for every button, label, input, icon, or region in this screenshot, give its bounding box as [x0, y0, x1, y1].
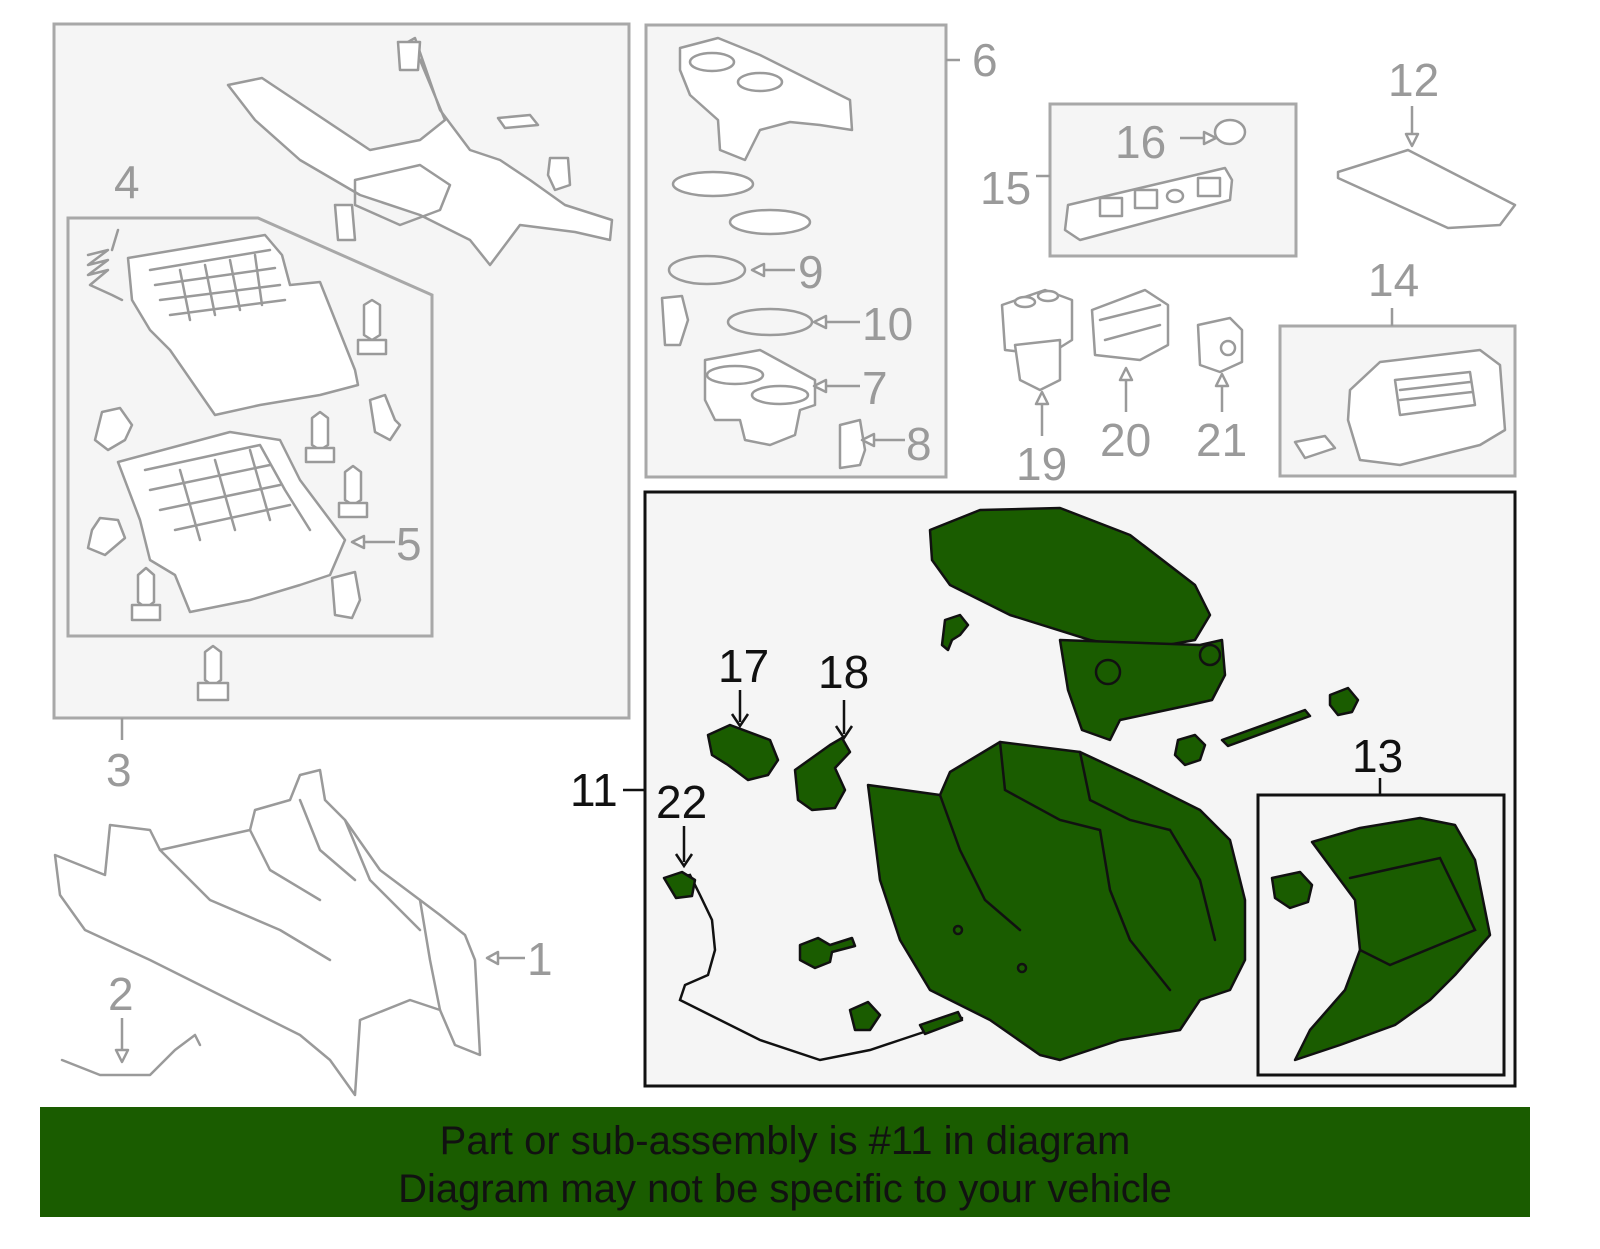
callout-19: 19 [1016, 438, 1067, 490]
callout-10: 10 [862, 298, 913, 350]
callout-5: 5 [396, 518, 422, 570]
switch-20 [1090, 288, 1170, 412]
callout-16: 16 [1115, 116, 1166, 168]
clip-icon [496, 113, 540, 130]
callout-9: 9 [798, 246, 824, 298]
ring-gasket [728, 208, 812, 236]
screw-icon [368, 393, 402, 442]
callout-3: 3 [106, 744, 132, 796]
callout-22: 22 [656, 776, 707, 828]
clip-icon [1293, 434, 1337, 460]
rear-vent [1346, 348, 1507, 467]
info-banner: Part or sub-assembly is #11 in diagram D… [40, 1107, 1530, 1217]
callout-6: 6 [972, 34, 998, 86]
wire-harness-2 [60, 1033, 202, 1077]
group-box-15 [1036, 102, 1298, 258]
callout-18: 18 [818, 646, 869, 698]
screw-icon [798, 936, 857, 970]
banner-line-2: Diagram may not be specific to your vehi… [398, 1167, 1172, 1211]
screw-icon [940, 613, 970, 652]
mat-12 [1336, 148, 1517, 230]
callout-4: 4 [114, 156, 140, 208]
console-box [866, 740, 1247, 1062]
clip-8 [838, 418, 867, 470]
ring-gasket [671, 170, 755, 198]
ring-9 [667, 254, 747, 286]
screw-icon [130, 566, 162, 622]
callout-2: 2 [108, 968, 134, 1020]
screw-icon [304, 410, 336, 464]
clip-icon [330, 570, 362, 620]
clip-icon [1328, 686, 1360, 717]
wire-harness-22 [668, 873, 964, 1062]
group-box-11 [623, 490, 1517, 1088]
callout-15: 15 [980, 162, 1031, 214]
clip-icon [546, 156, 572, 192]
rear-trim-panel-13 [1293, 816, 1492, 1062]
callout-20: 20 [1100, 414, 1151, 466]
group-box-14 [1278, 308, 1517, 478]
clip-icon [333, 203, 357, 242]
hinge-pin [1220, 708, 1312, 748]
screw-icon [196, 644, 230, 702]
clip-icon [396, 40, 422, 72]
callout-1: 1 [527, 933, 553, 985]
callout-21: 21 [1196, 414, 1247, 466]
console-body [53, 768, 482, 1097]
power-outlet-18 [793, 736, 852, 812]
switch-19 [1000, 288, 1074, 436]
power-outlet-17 [706, 723, 780, 782]
callout-labels: 1 2 3 4 5 6 7 8 9 10 11 12 13 14 15 16 1… [106, 34, 1439, 1020]
callout-7: 7 [862, 362, 888, 414]
clip-icon [1173, 733, 1207, 767]
callout-11: 11 [570, 764, 618, 816]
clip-icon [1270, 870, 1314, 910]
knob-16 [1213, 118, 1247, 146]
upper-console-panel [226, 36, 614, 267]
callout-12: 12 [1388, 54, 1439, 106]
spring-icon [86, 228, 124, 302]
clip-icon [93, 406, 134, 452]
group-box-4 [66, 216, 434, 638]
ring-10 [726, 307, 814, 337]
group-box-6 [350, 23, 960, 550]
clip-icon [660, 294, 690, 347]
callout-14: 14 [1368, 254, 1419, 306]
callout-13: 13 [1352, 730, 1403, 782]
callout-8: 8 [906, 418, 932, 470]
banner-line-1: Part or sub-assembly is #11 in diagram [439, 1119, 1131, 1163]
screw-icon [86, 516, 127, 557]
screw-icon [337, 464, 369, 519]
callout-17: 17 [718, 640, 769, 692]
switch-21 [1196, 316, 1244, 412]
armrest-lid [928, 506, 1212, 652]
screw-icon [356, 298, 388, 356]
